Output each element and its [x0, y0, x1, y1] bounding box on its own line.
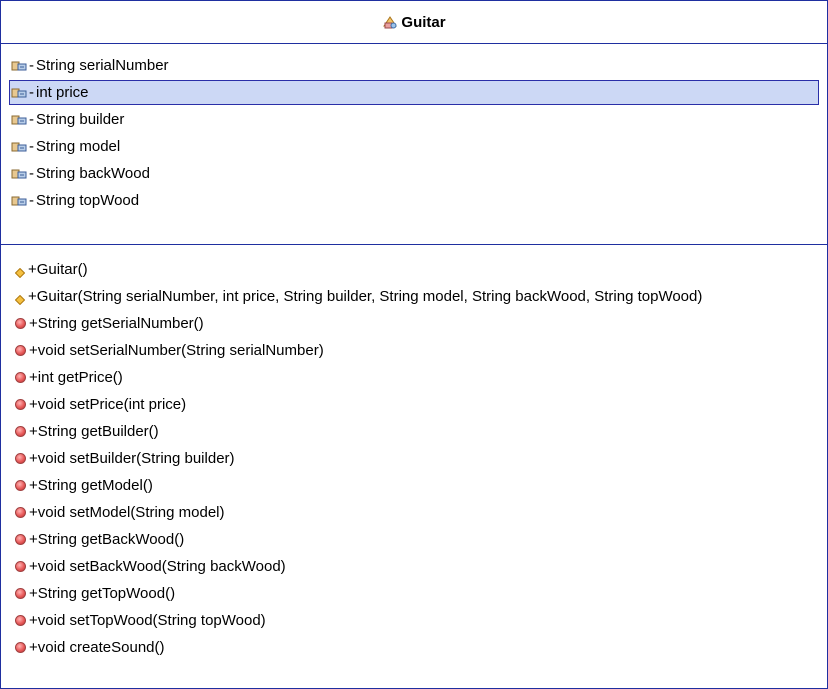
method-icon — [15, 426, 26, 437]
method-icon — [15, 453, 26, 464]
field-icon — [11, 194, 27, 208]
method-icon — [15, 534, 26, 545]
visibility-marker: - — [29, 138, 34, 155]
attribute-row[interactable]: -String model — [1, 133, 827, 160]
attribute-signature: String model — [36, 138, 121, 155]
field-icon — [11, 86, 27, 100]
operation-signature: Guitar(String serialNumber, int price, S… — [36, 288, 703, 305]
operation-signature: void setBackWood(String backWood) — [37, 558, 286, 575]
method-icon — [15, 588, 26, 599]
method-icon — [15, 642, 26, 653]
visibility-marker: - — [29, 57, 34, 74]
method-row[interactable]: +void setBuilder(String builder) — [1, 445, 827, 472]
operation-signature: String getBackWood() — [37, 531, 185, 548]
visibility-marker: + — [29, 639, 38, 656]
constructor-icon — [14, 265, 26, 278]
field-icon — [11, 113, 27, 127]
visibility-marker: + — [29, 369, 38, 386]
method-icon — [15, 318, 26, 329]
attribute-row[interactable]: -String builder — [1, 106, 827, 133]
operation-signature: void createSound() — [37, 639, 165, 656]
operation-signature: String getSerialNumber() — [37, 315, 204, 332]
visibility-marker: - — [29, 192, 34, 209]
visibility-marker: + — [29, 315, 38, 332]
class-icon — [382, 14, 398, 30]
attribute-signature: String serialNumber — [36, 57, 169, 74]
visibility-marker: + — [29, 396, 38, 413]
operation-signature: String getTopWood() — [37, 585, 176, 602]
method-row[interactable]: +void setSerialNumber(String serialNumbe… — [1, 337, 827, 364]
operation-signature: void setPrice(int price) — [37, 396, 187, 413]
visibility-marker: + — [28, 261, 37, 278]
field-icon — [11, 59, 27, 73]
visibility-marker: - — [29, 84, 34, 101]
operation-signature: String getModel() — [37, 477, 153, 494]
visibility-marker: + — [28, 288, 37, 305]
visibility-marker: - — [29, 165, 34, 182]
method-row[interactable]: +int getPrice() — [1, 364, 827, 391]
attribute-signature: String builder — [36, 111, 125, 128]
visibility-marker: + — [29, 504, 38, 521]
method-row[interactable]: +void setModel(String model) — [1, 499, 827, 526]
method-row[interactable]: +String getModel() — [1, 472, 827, 499]
method-row[interactable]: +String getTopWood() — [1, 580, 827, 607]
operation-signature: void setSerialNumber(String serialNumber… — [37, 342, 324, 359]
visibility-marker: + — [29, 612, 38, 629]
method-icon — [15, 480, 26, 491]
visibility-marker: + — [29, 342, 38, 359]
operation-signature: void setBuilder(String builder) — [37, 450, 235, 467]
method-icon — [15, 615, 26, 626]
constructor-row[interactable]: +Guitar() — [1, 256, 827, 283]
class-header[interactable]: Guitar — [1, 1, 827, 44]
operation-signature: void setTopWood(String topWood) — [37, 612, 266, 629]
field-icon — [11, 167, 27, 181]
field-icon — [11, 140, 27, 154]
method-icon — [15, 372, 26, 383]
method-row[interactable]: +void createSound() — [1, 634, 827, 661]
attribute-signature: String topWood — [36, 192, 140, 209]
attribute-signature: int price — [36, 84, 89, 101]
visibility-marker: + — [29, 558, 38, 575]
method-row[interactable]: +String getSerialNumber() — [1, 310, 827, 337]
operation-signature: String getBuilder() — [37, 423, 159, 440]
attribute-row[interactable]: -int price — [1, 79, 827, 106]
method-row[interactable]: +void setBackWood(String backWood) — [1, 553, 827, 580]
attribute-row[interactable]: -String backWood — [1, 160, 827, 187]
attributes-compartment: -String serialNumber-int price-String bu… — [1, 44, 827, 245]
visibility-marker: + — [29, 585, 38, 602]
operation-signature: Guitar() — [36, 261, 88, 278]
visibility-marker: + — [29, 423, 38, 440]
operations-compartment: +Guitar()+Guitar(String serialNumber, in… — [1, 245, 827, 661]
method-row[interactable]: +String getBuilder() — [1, 418, 827, 445]
operation-signature: int getPrice() — [37, 369, 123, 386]
constructor-icon — [14, 292, 26, 305]
class-name: Guitar — [401, 13, 446, 31]
visibility-marker: - — [29, 111, 34, 128]
operation-signature: void setModel(String model) — [37, 504, 225, 521]
method-row[interactable]: +void setPrice(int price) — [1, 391, 827, 418]
method-row[interactable]: +String getBackWood() — [1, 526, 827, 553]
constructor-row[interactable]: +Guitar(String serialNumber, int price, … — [1, 283, 827, 310]
attribute-row[interactable]: -String topWood — [1, 187, 827, 214]
method-row[interactable]: +void setTopWood(String topWood) — [1, 607, 827, 634]
method-icon — [15, 507, 26, 518]
visibility-marker: + — [29, 477, 38, 494]
visibility-marker: + — [29, 450, 38, 467]
attribute-row[interactable]: -String serialNumber — [1, 52, 827, 79]
attribute-signature: String backWood — [36, 165, 150, 182]
method-icon — [15, 561, 26, 572]
method-icon — [15, 399, 26, 410]
visibility-marker: + — [29, 531, 38, 548]
method-icon — [15, 345, 26, 356]
